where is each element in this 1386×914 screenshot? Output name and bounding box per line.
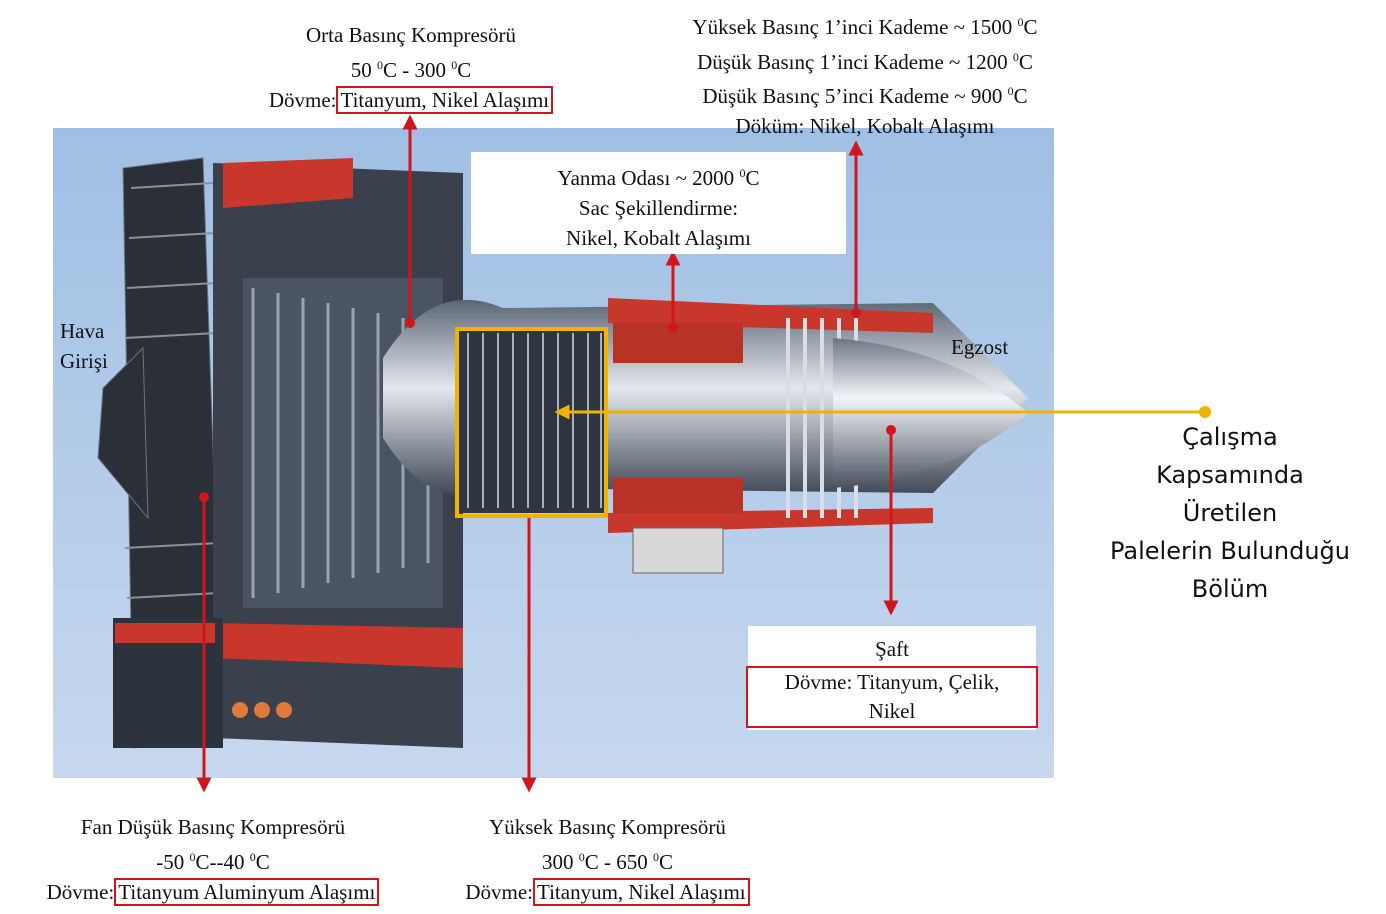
saft-title: Şaft xyxy=(875,637,909,661)
hava-line1: Hava xyxy=(60,319,105,343)
orta-method-line: Dövme:Titanyum, Nikel Alaşımı xyxy=(245,85,577,115)
turbine-line1: Yüksek Basınç 1’inci Kademe ~ 1500 0C xyxy=(692,15,1038,39)
fan-arrow xyxy=(196,492,212,793)
turbine-line2: Düşük Basınç 1’inci Kademe ~ 1200 0C xyxy=(697,49,1033,74)
orta-material-box: Titanyum, Nikel Alaşımı xyxy=(336,86,554,114)
turbine-line4: Döküm: Nikel, Kobalt Alaşımı xyxy=(735,113,995,138)
turbine-line3: Düşük Basınç 5’inci Kademe ~ 900 0C xyxy=(702,84,1028,108)
hava-label: Hava Girişi xyxy=(60,316,108,376)
saft-line1: Dövme: Titanyum, Çelik, xyxy=(784,670,1000,694)
yanma-arrow xyxy=(665,250,681,333)
calisma-label: Çalışma Kapsamında Üretilen Palelerin Bu… xyxy=(1090,418,1370,608)
calisma-pointer xyxy=(554,404,1211,420)
calisma-line4: Palelerin Bulunduğu xyxy=(1110,537,1350,565)
fan-label: Fan Düşük Basınç Kompresörü -50 0C--40 0… xyxy=(8,812,418,907)
yuksek-method-line: Dövme:Titanyum, Nikel Alaşımı xyxy=(435,877,780,907)
calisma-line5: Bölüm xyxy=(1191,575,1269,603)
turbine-arrow xyxy=(848,140,864,318)
calisma-line2: Kapsamında xyxy=(1156,461,1304,489)
orta-label: Orta Basınç Kompresörü 50 0C - 300 0C Dö… xyxy=(245,20,577,115)
egzost-label: Egzost xyxy=(951,335,1009,359)
fan-method-line: Dövme:Titanyum Aluminyum Alaşımı xyxy=(8,877,418,907)
yanma-line3: Nikel, Kobalt Alaşımı xyxy=(566,226,751,250)
saft-label: Şaft Dövme: Titanyum, Çelik, Nikel xyxy=(746,626,1038,730)
orta-title: Orta Basınç Kompresörü xyxy=(306,23,516,47)
turbine-label: Yüksek Basınç 1’inci Kademe ~ 1500 0C Dü… xyxy=(650,8,1080,141)
yanma-line1: Yanma Odası ~ 2000 0C xyxy=(557,166,760,190)
yuksek-temp: 300 0C - 650 0C xyxy=(541,850,674,874)
saft-arrow xyxy=(883,425,899,616)
fan-title: Fan Düşük Basınç Kompresörü xyxy=(80,815,346,839)
orta-temp: 50 0C - 300 0C xyxy=(350,58,472,82)
fan-material-box: Titanyum Aluminyum Alaşımı xyxy=(114,878,380,906)
orta-arrow xyxy=(402,114,418,328)
yanma-label: Yanma Odası ~ 2000 0C Sac Şekillendirme:… xyxy=(471,152,846,254)
saft-line2: Nikel xyxy=(868,699,916,723)
calisma-line1: Çalışma xyxy=(1182,423,1278,451)
yuksek-material-box: Titanyum, Nikel Alaşımı xyxy=(532,878,750,906)
hava-line2: Girişi xyxy=(60,349,108,373)
yanma-line2: Sac Şekillendirme: xyxy=(578,196,739,220)
calisma-line3: Üretilen xyxy=(1182,499,1278,527)
fan-temp: -50 0C--40 0C xyxy=(156,850,270,874)
blade-highlight-box xyxy=(455,327,608,518)
saft-material-box: Dövme: Titanyum, Çelik, Nikel xyxy=(746,666,1038,728)
yuksek-title: Yüksek Basınç Kompresörü xyxy=(489,815,726,839)
yuksek-label: Yüksek Basınç Kompresörü 300 0C - 650 0C… xyxy=(435,812,780,907)
